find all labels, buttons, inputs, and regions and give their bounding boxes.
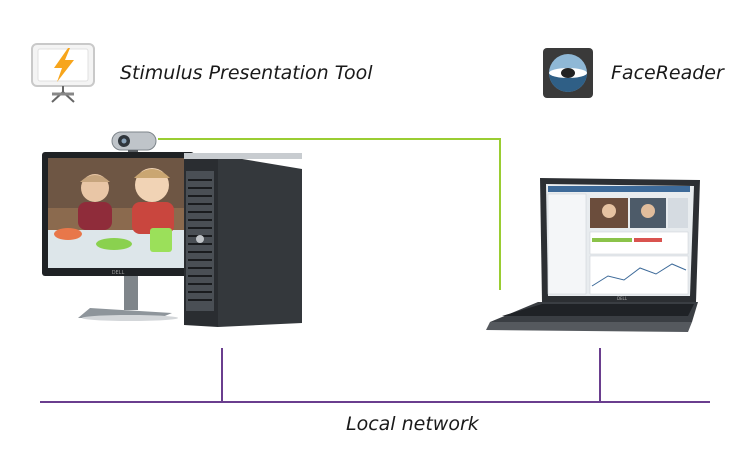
laptop-brand: DELL bbox=[617, 296, 628, 301]
desktop-tower bbox=[184, 153, 302, 327]
local-network-label: Local network bbox=[346, 413, 479, 435]
projector-screen-lightning-icon bbox=[31, 43, 95, 103]
facereader-label: FaceReader bbox=[611, 62, 724, 84]
monitor-brand: DELL bbox=[112, 270, 125, 276]
laptop: DELL bbox=[486, 178, 700, 332]
desktop-monitor: DELL bbox=[42, 131, 194, 321]
facereader-logo-icon bbox=[543, 48, 593, 98]
webcam-icon bbox=[111, 131, 157, 156]
stimulus-tool-label: Stimulus Presentation Tool bbox=[120, 62, 373, 84]
camera-link-line bbox=[158, 138, 501, 290]
